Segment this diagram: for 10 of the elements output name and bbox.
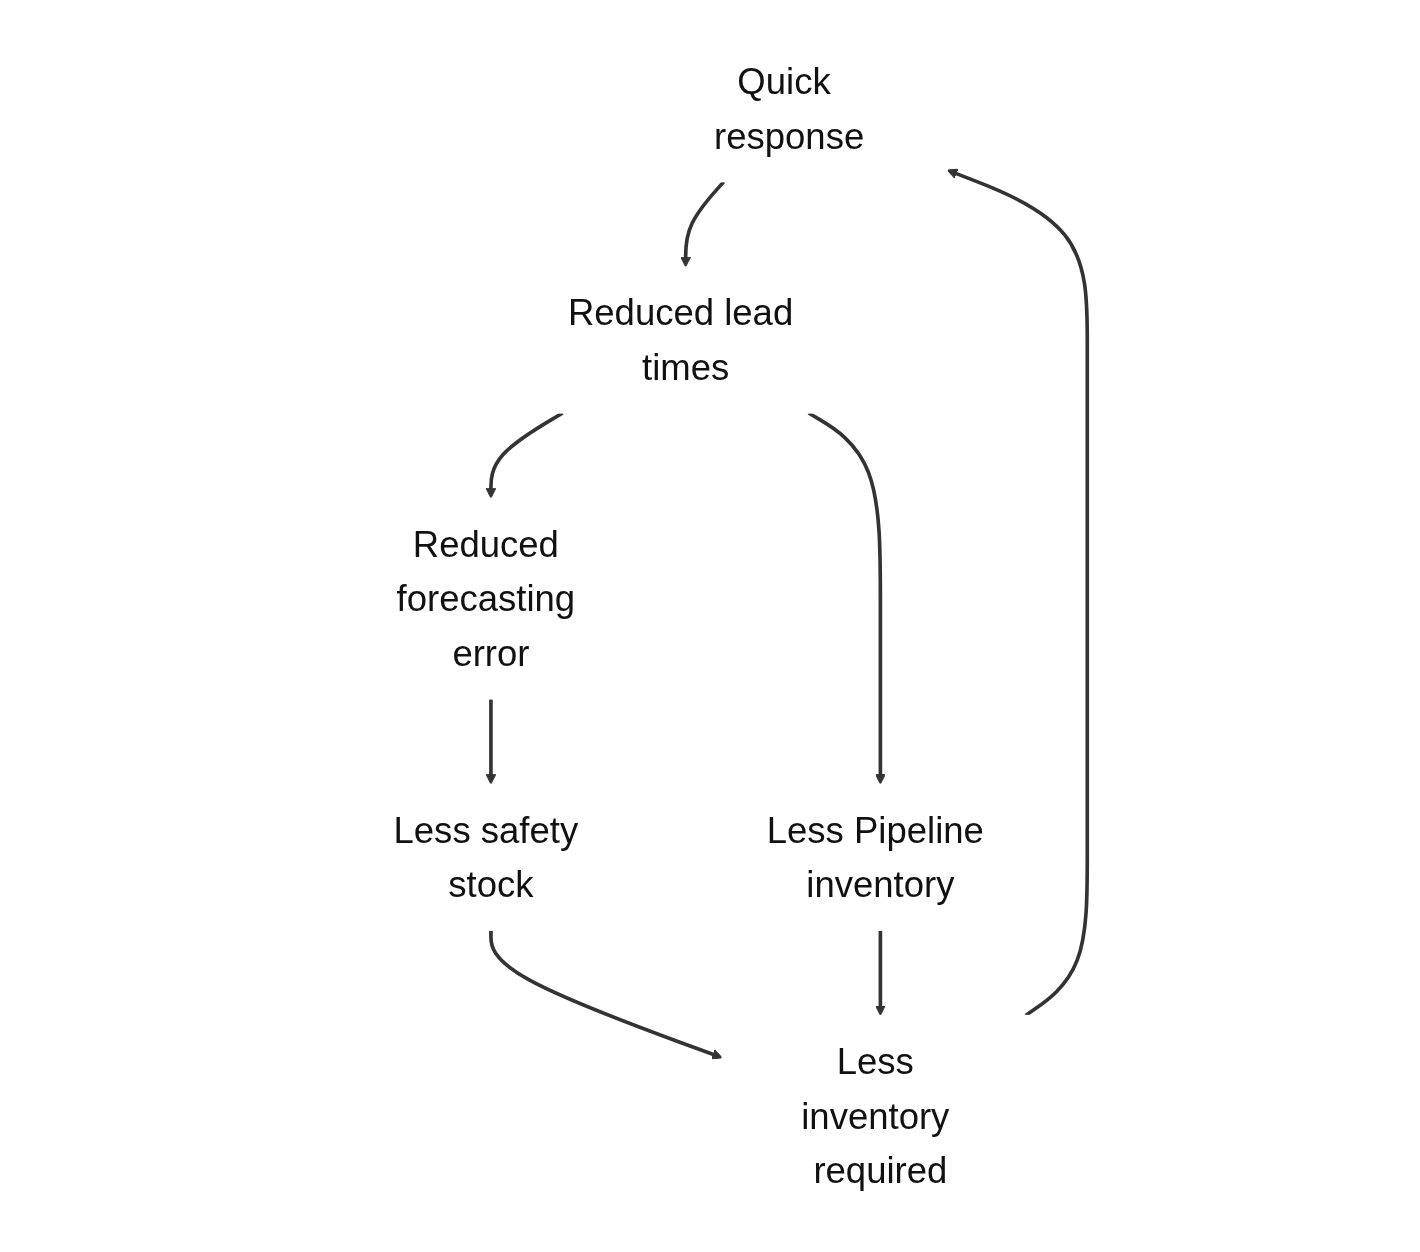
node-text: Reduced lead times	[567, 292, 794, 388]
arrow	[485, 699, 497, 785]
arrow	[875, 930, 886, 1016]
node-text: Quick response	[713, 61, 865, 157]
arrow	[680, 180, 726, 268]
arrow	[489, 930, 723, 1060]
node-text: Less inventory required	[801, 1041, 950, 1191]
node-text: Less safety stock	[393, 809, 579, 905]
node-text: Less Pipeline inventory	[766, 809, 984, 905]
node-text: Reduced forecasting error	[396, 523, 576, 674]
